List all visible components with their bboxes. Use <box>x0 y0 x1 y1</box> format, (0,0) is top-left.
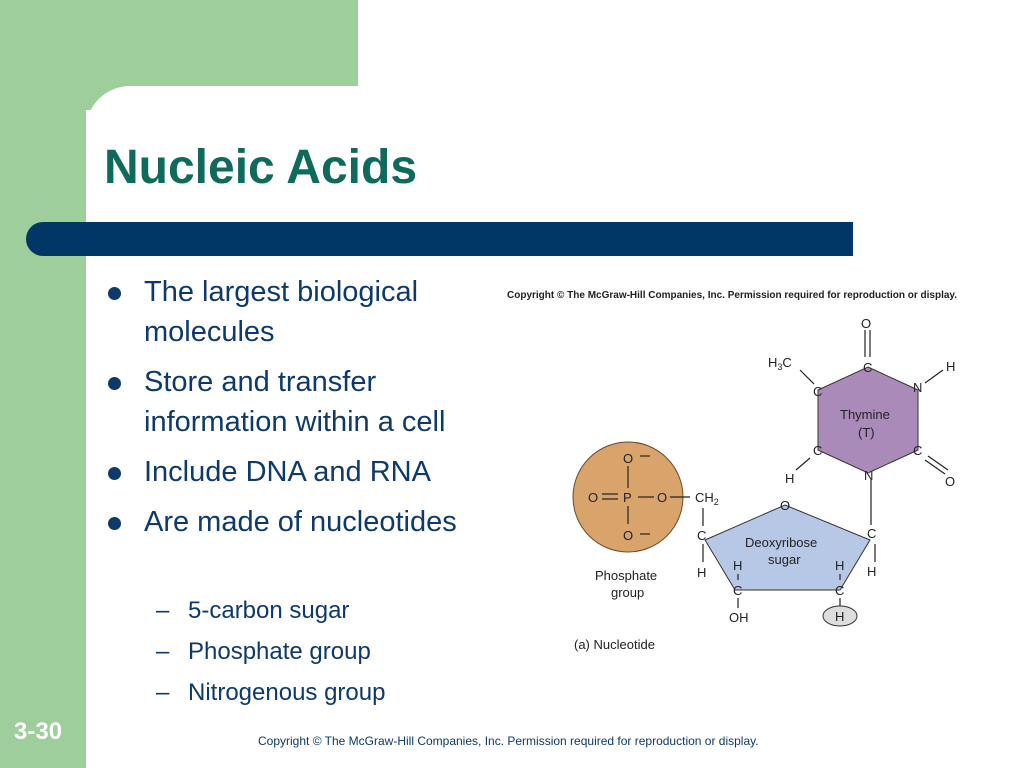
sub-bullet-item: –5-carbon sugar <box>156 590 385 631</box>
bullet-dot-icon <box>108 287 121 300</box>
bullet-item: Are made of nucleotides <box>104 502 504 542</box>
atom-label: H <box>733 558 742 573</box>
atom-label: C <box>813 384 822 399</box>
phosphate-label: group <box>611 585 644 600</box>
sugar-label: sugar <box>768 552 801 567</box>
sugar-pentagon <box>704 504 871 591</box>
base-label: (T) <box>858 425 875 440</box>
thymine-hexagon <box>817 366 919 474</box>
dash-icon: – <box>156 638 170 665</box>
atom-label: C <box>697 528 706 543</box>
atom-label: C <box>913 443 922 458</box>
bullet-text: Are made of nucleotides <box>144 506 457 538</box>
atom-label: H <box>835 558 844 573</box>
phosphate-label: Phosphate <box>595 568 657 583</box>
bullet-dot-icon <box>108 377 121 390</box>
atom-label: C <box>813 443 822 458</box>
atom-label: H <box>697 565 706 580</box>
bullet-text: Include DNA and RNA <box>144 456 431 488</box>
sub-bullet-item: –Nitrogenous group <box>156 672 385 713</box>
atom-label: O <box>780 498 790 513</box>
bullet-text: The largest biological molecules <box>144 276 419 348</box>
figure-copyright: Copyright © The McGraw-Hill Companies, I… <box>507 290 958 301</box>
bond-lines <box>602 330 949 608</box>
atom-label: H <box>785 471 794 486</box>
sub-bullet-item: –Phosphate group <box>156 631 385 672</box>
atom-label: H3C <box>768 355 792 372</box>
slide-number: 3-30 <box>14 718 63 745</box>
dash-icon: – <box>156 597 170 624</box>
atom-label: C <box>863 360 872 375</box>
atom-label: O <box>657 490 667 505</box>
bullet-list: The largest biological molecules Store a… <box>104 272 504 552</box>
atom-label: O <box>623 528 633 543</box>
atom-label: OH <box>729 610 749 625</box>
slide-title: Nucleic Acids <box>104 141 418 194</box>
atom-label: N <box>864 468 873 483</box>
atom-label: H <box>835 609 844 624</box>
title-underline-bar <box>26 222 853 256</box>
bullet-dot-icon <box>108 467 121 480</box>
atom-label: H <box>867 564 876 579</box>
sub-bullet-text: 5-carbon sugar <box>188 597 350 624</box>
atom-label: CH2 <box>695 490 719 507</box>
bullet-dot-icon <box>108 517 121 530</box>
dash-icon: – <box>156 679 170 706</box>
footer-copyright: Copyright © The McGraw-Hill Companies, I… <box>258 734 759 748</box>
sugar-label: Deoxyribose <box>745 535 817 550</box>
bullet-text: Store and transfer information within a … <box>144 366 446 438</box>
atom-label: O <box>623 451 633 466</box>
atom-label: P <box>623 490 632 505</box>
nucleotide-diagram: O O P O O Phosphate group CH2 C H O C H … <box>572 316 955 652</box>
sub-bullet-text: Nitrogenous group <box>188 679 386 706</box>
atom-label: H <box>946 359 955 374</box>
figure-caption: (a) Nucleotide <box>574 637 655 652</box>
atom-label: C <box>733 583 742 598</box>
bullet-item: Include DNA and RNA <box>104 452 504 492</box>
atom-label: C <box>835 583 844 598</box>
bullet-item: The largest biological molecules <box>104 272 504 352</box>
sub-bullet-text: Phosphate group <box>188 638 371 665</box>
left-band <box>0 0 86 768</box>
atom-label: O <box>588 490 598 505</box>
sub-bullet-list: –5-carbon sugar –Phosphate group –Nitrog… <box>156 590 385 713</box>
atom-label: O <box>861 316 871 331</box>
atom-label: N <box>913 380 922 395</box>
base-label: Thymine <box>840 407 890 422</box>
atom-label: C <box>867 526 876 541</box>
bullet-item: Store and transfer information within a … <box>104 362 504 442</box>
atom-label: O <box>945 474 955 489</box>
